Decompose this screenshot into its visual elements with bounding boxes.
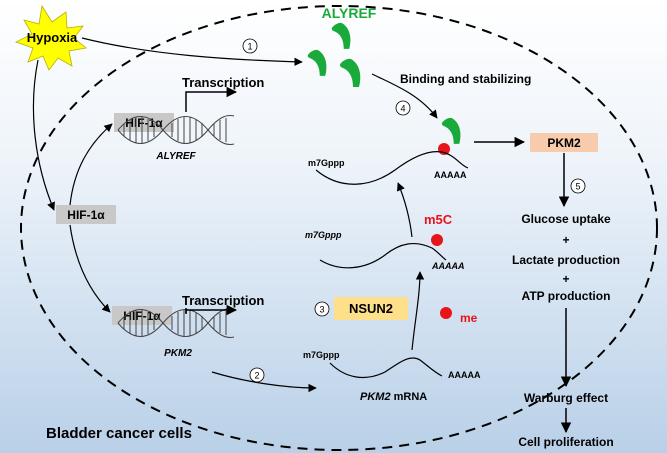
step5-badge: [570, 178, 586, 194]
atp-production-label: ATP production: [522, 289, 611, 303]
pkm2-protein-label: PKM2: [547, 136, 581, 150]
arrow-hypoxia-to-hif: [32, 59, 55, 211]
hif-left-box: [56, 205, 116, 224]
binding-label: Binding and stabilizing: [400, 72, 531, 86]
m7g-label-top: m7Gppp: [308, 158, 345, 168]
m7g-label-bottom: m7Gppp: [303, 350, 340, 360]
polya-label-bottom: AAAAA: [448, 370, 481, 380]
mrna-strand-middle: [319, 242, 447, 269]
pkm2-gene-label: PKM2: [164, 348, 192, 359]
mrna-strand-bottom: [329, 357, 443, 379]
cell-type-label: Bladder cancer cells: [46, 425, 192, 442]
arrow-nsun2-methylation: [411, 271, 425, 351]
nsun2-label: NSUN2: [349, 301, 393, 316]
alyref-protein-label: ALYREF: [322, 5, 377, 21]
arrow-methylated-to-bound: [396, 182, 413, 238]
plus-1: +: [562, 233, 569, 247]
alyref-gene-label: ALYREF: [155, 151, 196, 162]
hypoxia-star-shape: [14, 4, 87, 71]
polya-label-top: AAAAA: [434, 170, 467, 180]
hypoxia-node: Hypoxia: [14, 4, 87, 71]
polya-label-middle: AAAAA: [431, 261, 465, 271]
m5c-dot: [431, 234, 443, 246]
hif-top-box: [114, 113, 174, 132]
nsun2-box: [334, 297, 408, 320]
step3-badge: [314, 301, 330, 317]
glucose-uptake-label: Glucose uptake: [521, 212, 611, 226]
arrow-hif-to-hif-bottom: [69, 224, 111, 313]
pkm2-protein-box: [530, 133, 598, 152]
step2-badge: [249, 367, 265, 383]
hif-left-label: HIF-1α: [67, 208, 105, 222]
transcription-arrow-bottom: [185, 304, 238, 316]
m7g-label-middle: m7Gppp: [305, 230, 342, 240]
step3-number: 3: [319, 305, 324, 315]
m5c-label: m5C: [424, 212, 453, 227]
step1-badge: [242, 38, 258, 54]
plus-2: +: [562, 272, 569, 286]
step4-badge: [395, 100, 411, 116]
arrow-hif-to-hif-top: [69, 123, 113, 206]
alyref-protein-icon: [307, 22, 361, 87]
step2-arrow: [211, 371, 317, 393]
transcription-label-bottom: Transcription: [182, 293, 264, 308]
pkm2-mrna-label: PKM2 mRNA: [360, 391, 427, 403]
dna-helix-top: [117, 115, 235, 145]
m5c-dot-bound: [438, 143, 450, 155]
step4-arrow: [371, 73, 438, 119]
step1-arrow: [81, 37, 303, 66]
step1-number: 1: [247, 42, 252, 52]
warburg-effect-label: Warburg effect: [524, 391, 608, 405]
step5-number: 5: [575, 182, 580, 192]
hypoxia-label: Hypoxia: [27, 30, 78, 45]
alyref-bound-icon: [441, 117, 461, 144]
me-legend-dot: [440, 307, 452, 319]
transcription-arrow-top: [185, 86, 238, 112]
transcription-label-top: Transcription: [182, 75, 264, 90]
step2-number: 2: [254, 371, 259, 381]
cell-membrane: [20, 5, 658, 451]
me-legend-label: me: [460, 311, 478, 325]
mrna-strand-top: [315, 150, 469, 185]
hif-top-label: HIF-1α: [125, 116, 163, 130]
cell-proliferation-label: Cell proliferation: [518, 435, 613, 449]
lactate-production-label: Lactate production: [512, 253, 620, 267]
step4-number: 4: [400, 104, 405, 114]
